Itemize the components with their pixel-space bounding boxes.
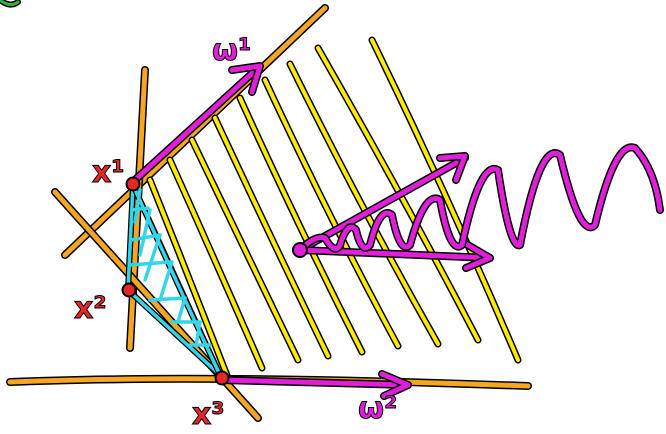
label-w2: ω² [358,391,397,426]
vertex-points [121,176,230,386]
x3-point [214,370,230,386]
wave-packet [292,143,664,272]
x2-point [121,282,137,298]
label-x2: x² [74,291,107,326]
omega2-arrow [218,370,412,400]
wave-origin-dot [292,242,308,258]
omega1-arrow [131,62,264,184]
cyan-triangle [125,182,223,378]
labels: x¹ x² x³ ω¹ ω² [74,33,398,433]
orange-line-top [62,5,328,258]
wave-oscillation [297,144,663,253]
label-x1: x¹ [92,155,125,190]
x1-point [125,176,141,192]
yellow-wavefronts [146,36,522,382]
label-x3: x³ [192,397,225,432]
label-w1: ω¹ [212,33,251,68]
